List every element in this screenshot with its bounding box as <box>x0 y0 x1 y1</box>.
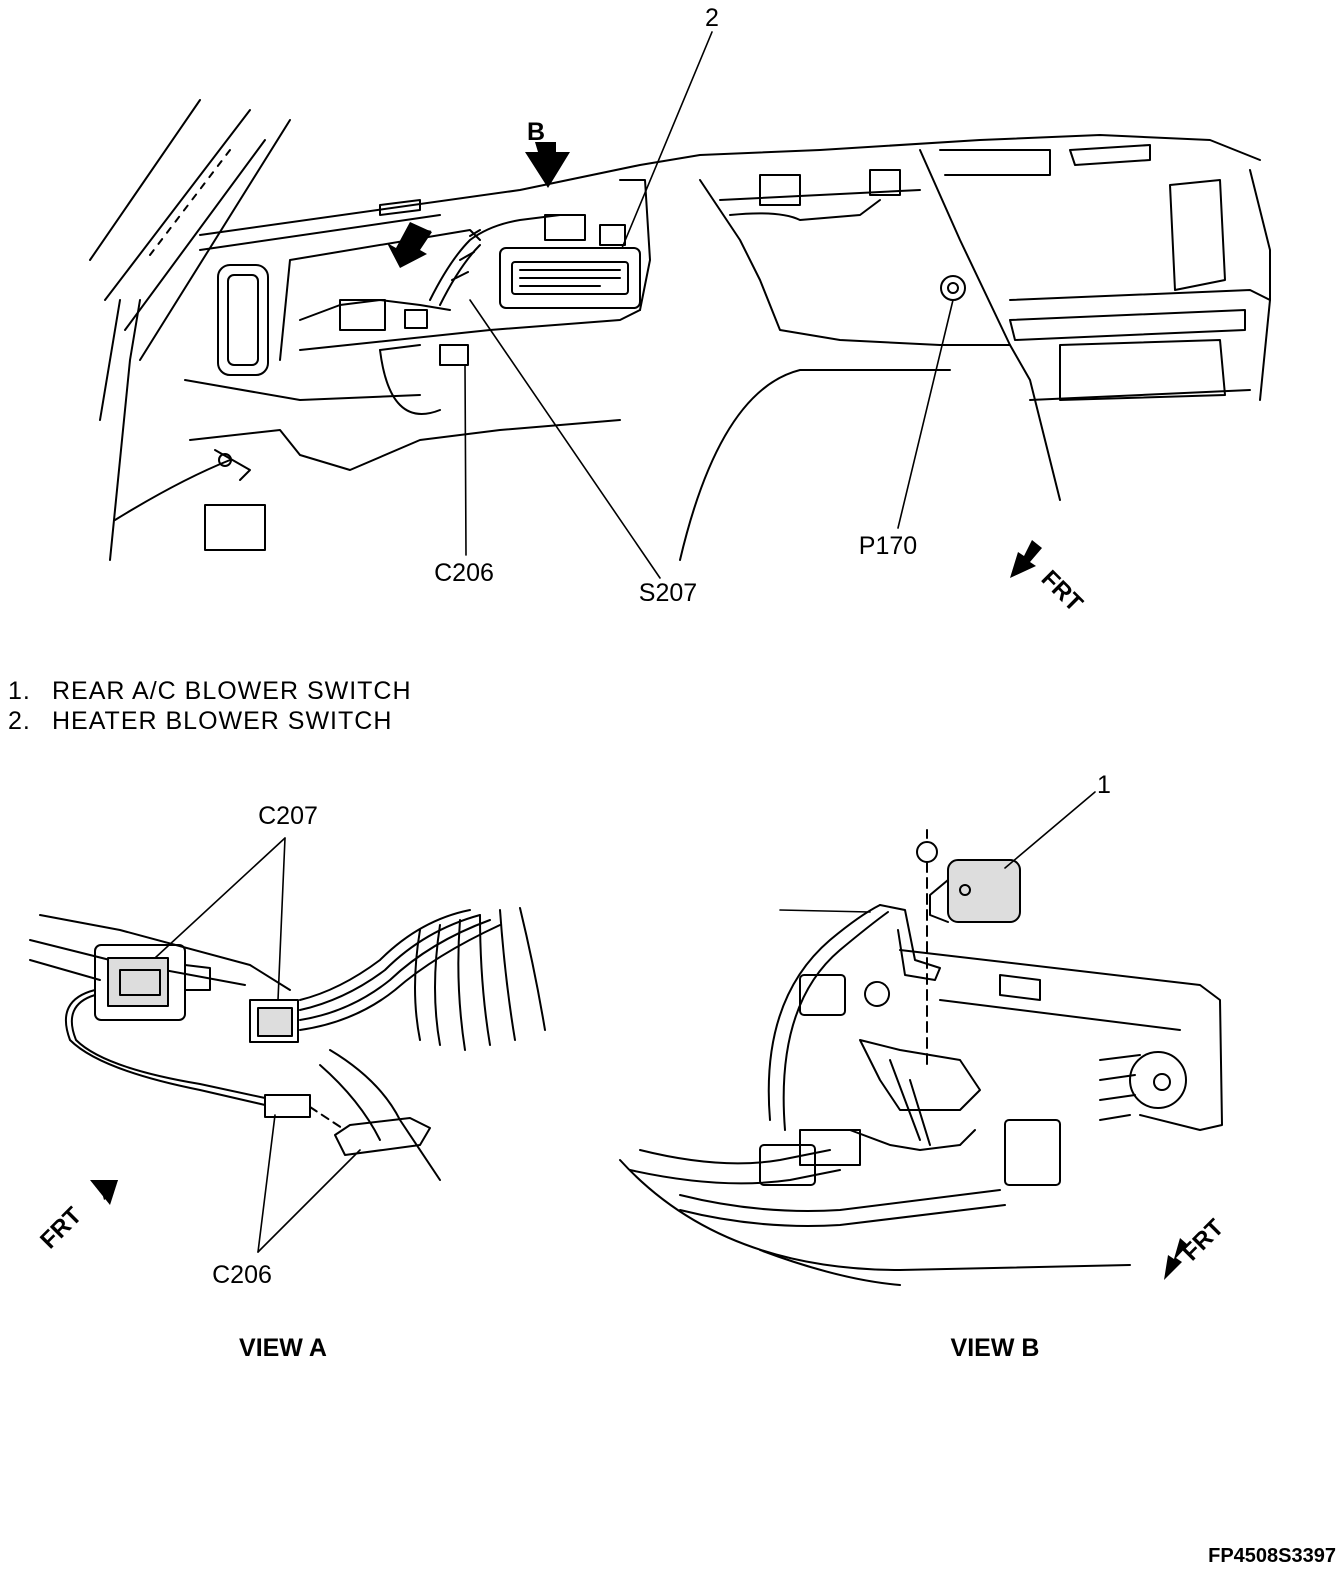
main-leader-lines <box>464 31 954 579</box>
legend-item: 1. REAR A/C BLOWER SWITCH <box>8 676 412 706</box>
dashboard-illustration <box>89 99 1271 561</box>
label-c207: C207 <box>258 802 318 830</box>
figure-id: FP4508S3397 <box>1208 1545 1336 1567</box>
callout-1: 1 <box>1097 771 1111 799</box>
arrow-a-icon <box>387 222 432 268</box>
view-a-illustration <box>29 907 546 1181</box>
legend-number: 1. <box>8 677 31 705</box>
legend-number: 2. <box>8 707 31 735</box>
view-b-title: VIEW B <box>951 1334 1040 1362</box>
legend: 1. REAR A/C BLOWER SWITCH 2. HEATER BLOWER… <box>8 676 412 736</box>
view-a-title: VIEW A <box>239 1334 327 1362</box>
frt-arrow-view-b-icon <box>1164 1238 1188 1280</box>
frt-label-view-a: FRT <box>35 1202 87 1254</box>
frt-arrow-main-icon <box>1010 540 1042 578</box>
arrow-b-icon <box>525 142 570 188</box>
callout-2: 2 <box>705 4 719 32</box>
legend-text: REAR A/C BLOWER SWITCH <box>52 677 412 705</box>
frt-label-view-b: FRT <box>1177 1214 1229 1266</box>
label-p170: P170 <box>859 532 917 560</box>
label-c206-main: C206 <box>434 559 494 587</box>
view-b-illustration <box>619 829 1223 1286</box>
legend-item: 2. HEATER BLOWER SWITCH <box>8 706 412 736</box>
arrow-b-label: B <box>527 118 545 146</box>
view-a-leader-lines <box>154 837 361 1253</box>
view-b-leader-lines <box>779 791 1096 913</box>
label-s207: S207 <box>639 579 697 607</box>
frt-label-main: FRT <box>1036 565 1088 617</box>
arrows-detail <box>90 1180 118 1205</box>
label-c206-view-a: C206 <box>212 1261 272 1289</box>
legend-text: HEATER BLOWER SWITCH <box>52 707 393 735</box>
